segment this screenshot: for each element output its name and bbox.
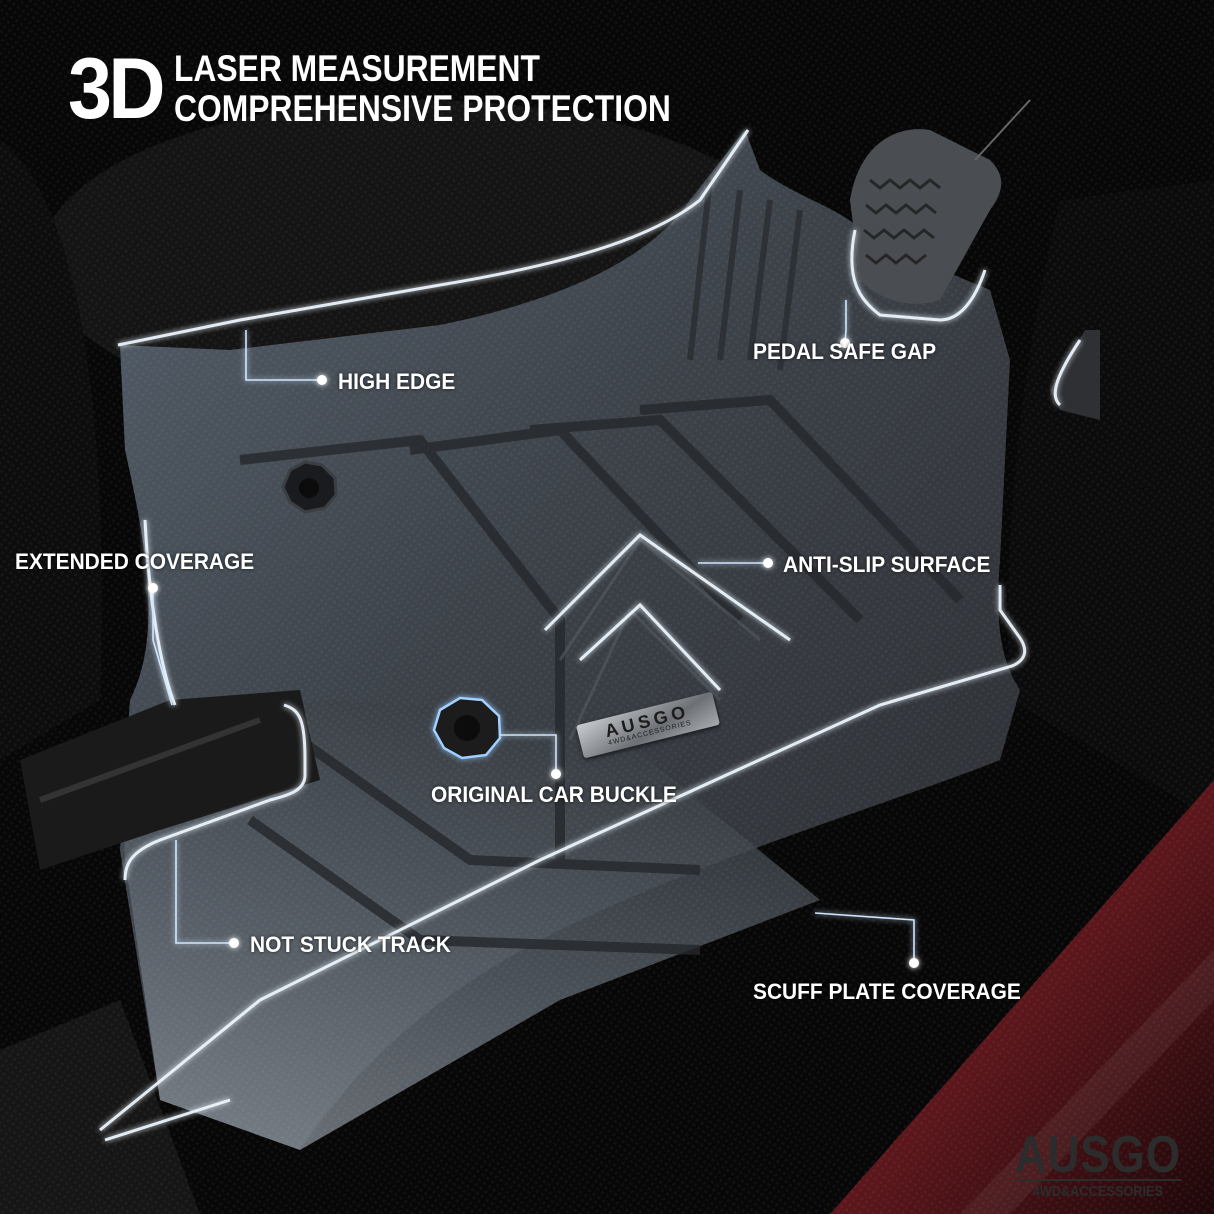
brand-watermark: AUSGO 4WD&ACCESSORIES	[1000, 1126, 1196, 1200]
callout-extended-coverage: EXTENDED COVERAGE	[15, 549, 255, 574]
callout-scuff-plate-coverage: SCUFF PLATE COVERAGE	[753, 979, 1021, 1004]
headline-3d: 3D	[68, 41, 165, 137]
watermark-brand: AUSGO	[1014, 1126, 1182, 1184]
callout-original-car-buckle: ORIGINAL CAR BUCKLE	[431, 782, 677, 807]
callout-high-edge: HIGH EDGE	[338, 369, 456, 394]
callout-pedal-safe-gap: PEDAL SAFE GAP	[753, 339, 937, 364]
headline-line-2: COMPREHENSIVE PROTECTION	[173, 88, 671, 129]
headline: 3D LASER MEASUREMENT COMPREHENSIVE PROTE…	[68, 46, 752, 132]
callout-anti-slip-surface: ANTI-SLIP SURFACE	[783, 552, 991, 577]
headline-line-1: LASER MEASUREMENT	[173, 48, 540, 89]
watermark-sub: 4WD&ACCESSORIES	[1014, 1179, 1182, 1200]
callout-not-stuck-track: NOT STUCK TRACK	[250, 932, 451, 957]
